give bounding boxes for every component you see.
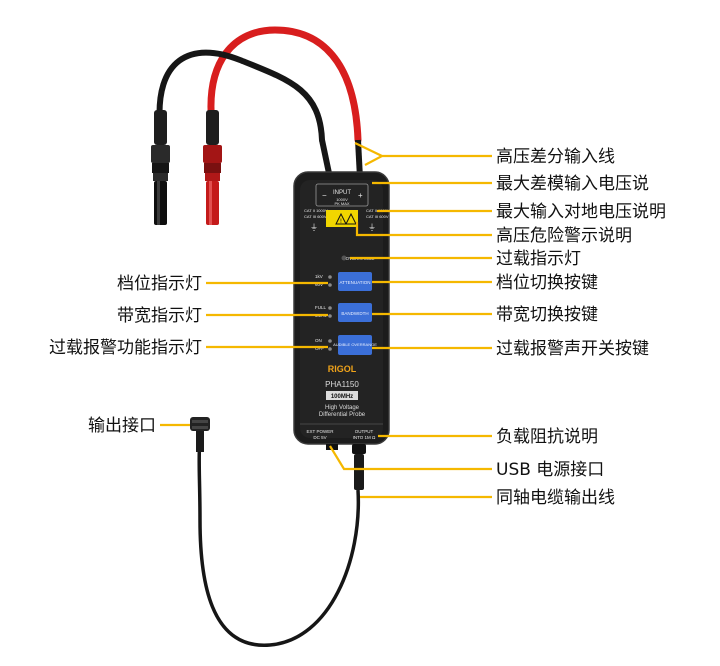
label-input-cable: 高压差分输入线: [496, 147, 615, 167]
attenuation-led: [328, 275, 332, 279]
model-name: PHA1150: [325, 380, 359, 389]
audible-led: [328, 339, 332, 343]
svg-text:+: +: [358, 191, 363, 200]
label-max-diff-voltage: 最大差模输入电压说: [496, 174, 649, 194]
label-bandwidth-button: 带宽切换按键: [496, 305, 598, 325]
bandwidth-led: [328, 306, 332, 310]
label-alarm-button: 过载报警声开关按键: [496, 339, 649, 359]
svg-text:OUTPUT: OUTPUT: [355, 429, 374, 434]
callout-labels-left: 档位指示灯 带宽指示灯 过载报警功能指示灯 输出接口: [49, 274, 202, 436]
svg-text:⏚: ⏚: [368, 223, 376, 232]
svg-text:High Voltage: High Voltage: [325, 405, 360, 411]
svg-text:DC 5V: DC 5V: [313, 435, 326, 440]
label-range-led: 档位指示灯: [117, 274, 202, 294]
input-sub2: PK MAX: [334, 201, 349, 206]
cat-left: CAT II 1000V: [304, 208, 328, 213]
svg-text:BANDWIDTH: BANDWIDTH: [341, 311, 368, 316]
label-overrange-led: 过载指示灯: [496, 249, 581, 269]
label-output-port: 输出接口: [88, 416, 156, 436]
input-title: INPUT: [333, 190, 351, 196]
label-load-impedance: 负载阻抗说明: [496, 427, 598, 447]
warning-icon: !: [340, 218, 342, 225]
svg-text:ON: ON: [315, 338, 322, 343]
svg-text:1kV: 1kV: [315, 274, 323, 279]
callout-labels-right: 高压差分输入线 最大差模输入电压说 最大输入对地电压说明 高压危险警示说明 过载…: [496, 147, 666, 508]
cat-left2: CAT III 600V: [304, 214, 327, 219]
svg-text:EXT POWER: EXT POWER: [307, 429, 335, 434]
black-test-lead: [151, 110, 170, 225]
label-coax-output: 同轴电缆输出线: [496, 488, 615, 508]
brand-logo: RIGOL: [328, 364, 357, 374]
label-usb-power: USB 电源接口: [496, 460, 604, 480]
input-cables: [160, 30, 360, 178]
svg-text:INTO 1M Ω: INTO 1M Ω: [353, 435, 376, 440]
label-alarm-led: 过载报警功能指示灯: [49, 338, 202, 358]
svg-text:−: −: [322, 191, 327, 200]
output-cable: [190, 417, 366, 645]
cat-right2: CAT III 600V: [366, 214, 389, 219]
svg-text:AUDIBLE OVERRANGE: AUDIBLE OVERRANGE: [333, 342, 377, 347]
label-hv-warning: 高压危险警示说明: [496, 226, 632, 246]
label-bandwidth-led: 带宽指示灯: [117, 306, 202, 326]
label-range-button: 档位切换按键: [496, 273, 598, 293]
svg-text:ATTENUATION: ATTENUATION: [339, 280, 370, 285]
svg-text:Differential Probe: Differential Probe: [319, 412, 366, 418]
svg-text:FULL: FULL: [315, 305, 327, 310]
label-max-ground-voltage: 最大输入对地电压说明: [496, 202, 666, 222]
probe-body: INPUT 1000V PK MAX − + CAT II 1000V CAT …: [294, 172, 390, 444]
bandwidth-badge: 100MHz: [331, 394, 353, 400]
red-test-lead: [203, 110, 222, 225]
svg-text:⏚: ⏚: [310, 223, 318, 232]
